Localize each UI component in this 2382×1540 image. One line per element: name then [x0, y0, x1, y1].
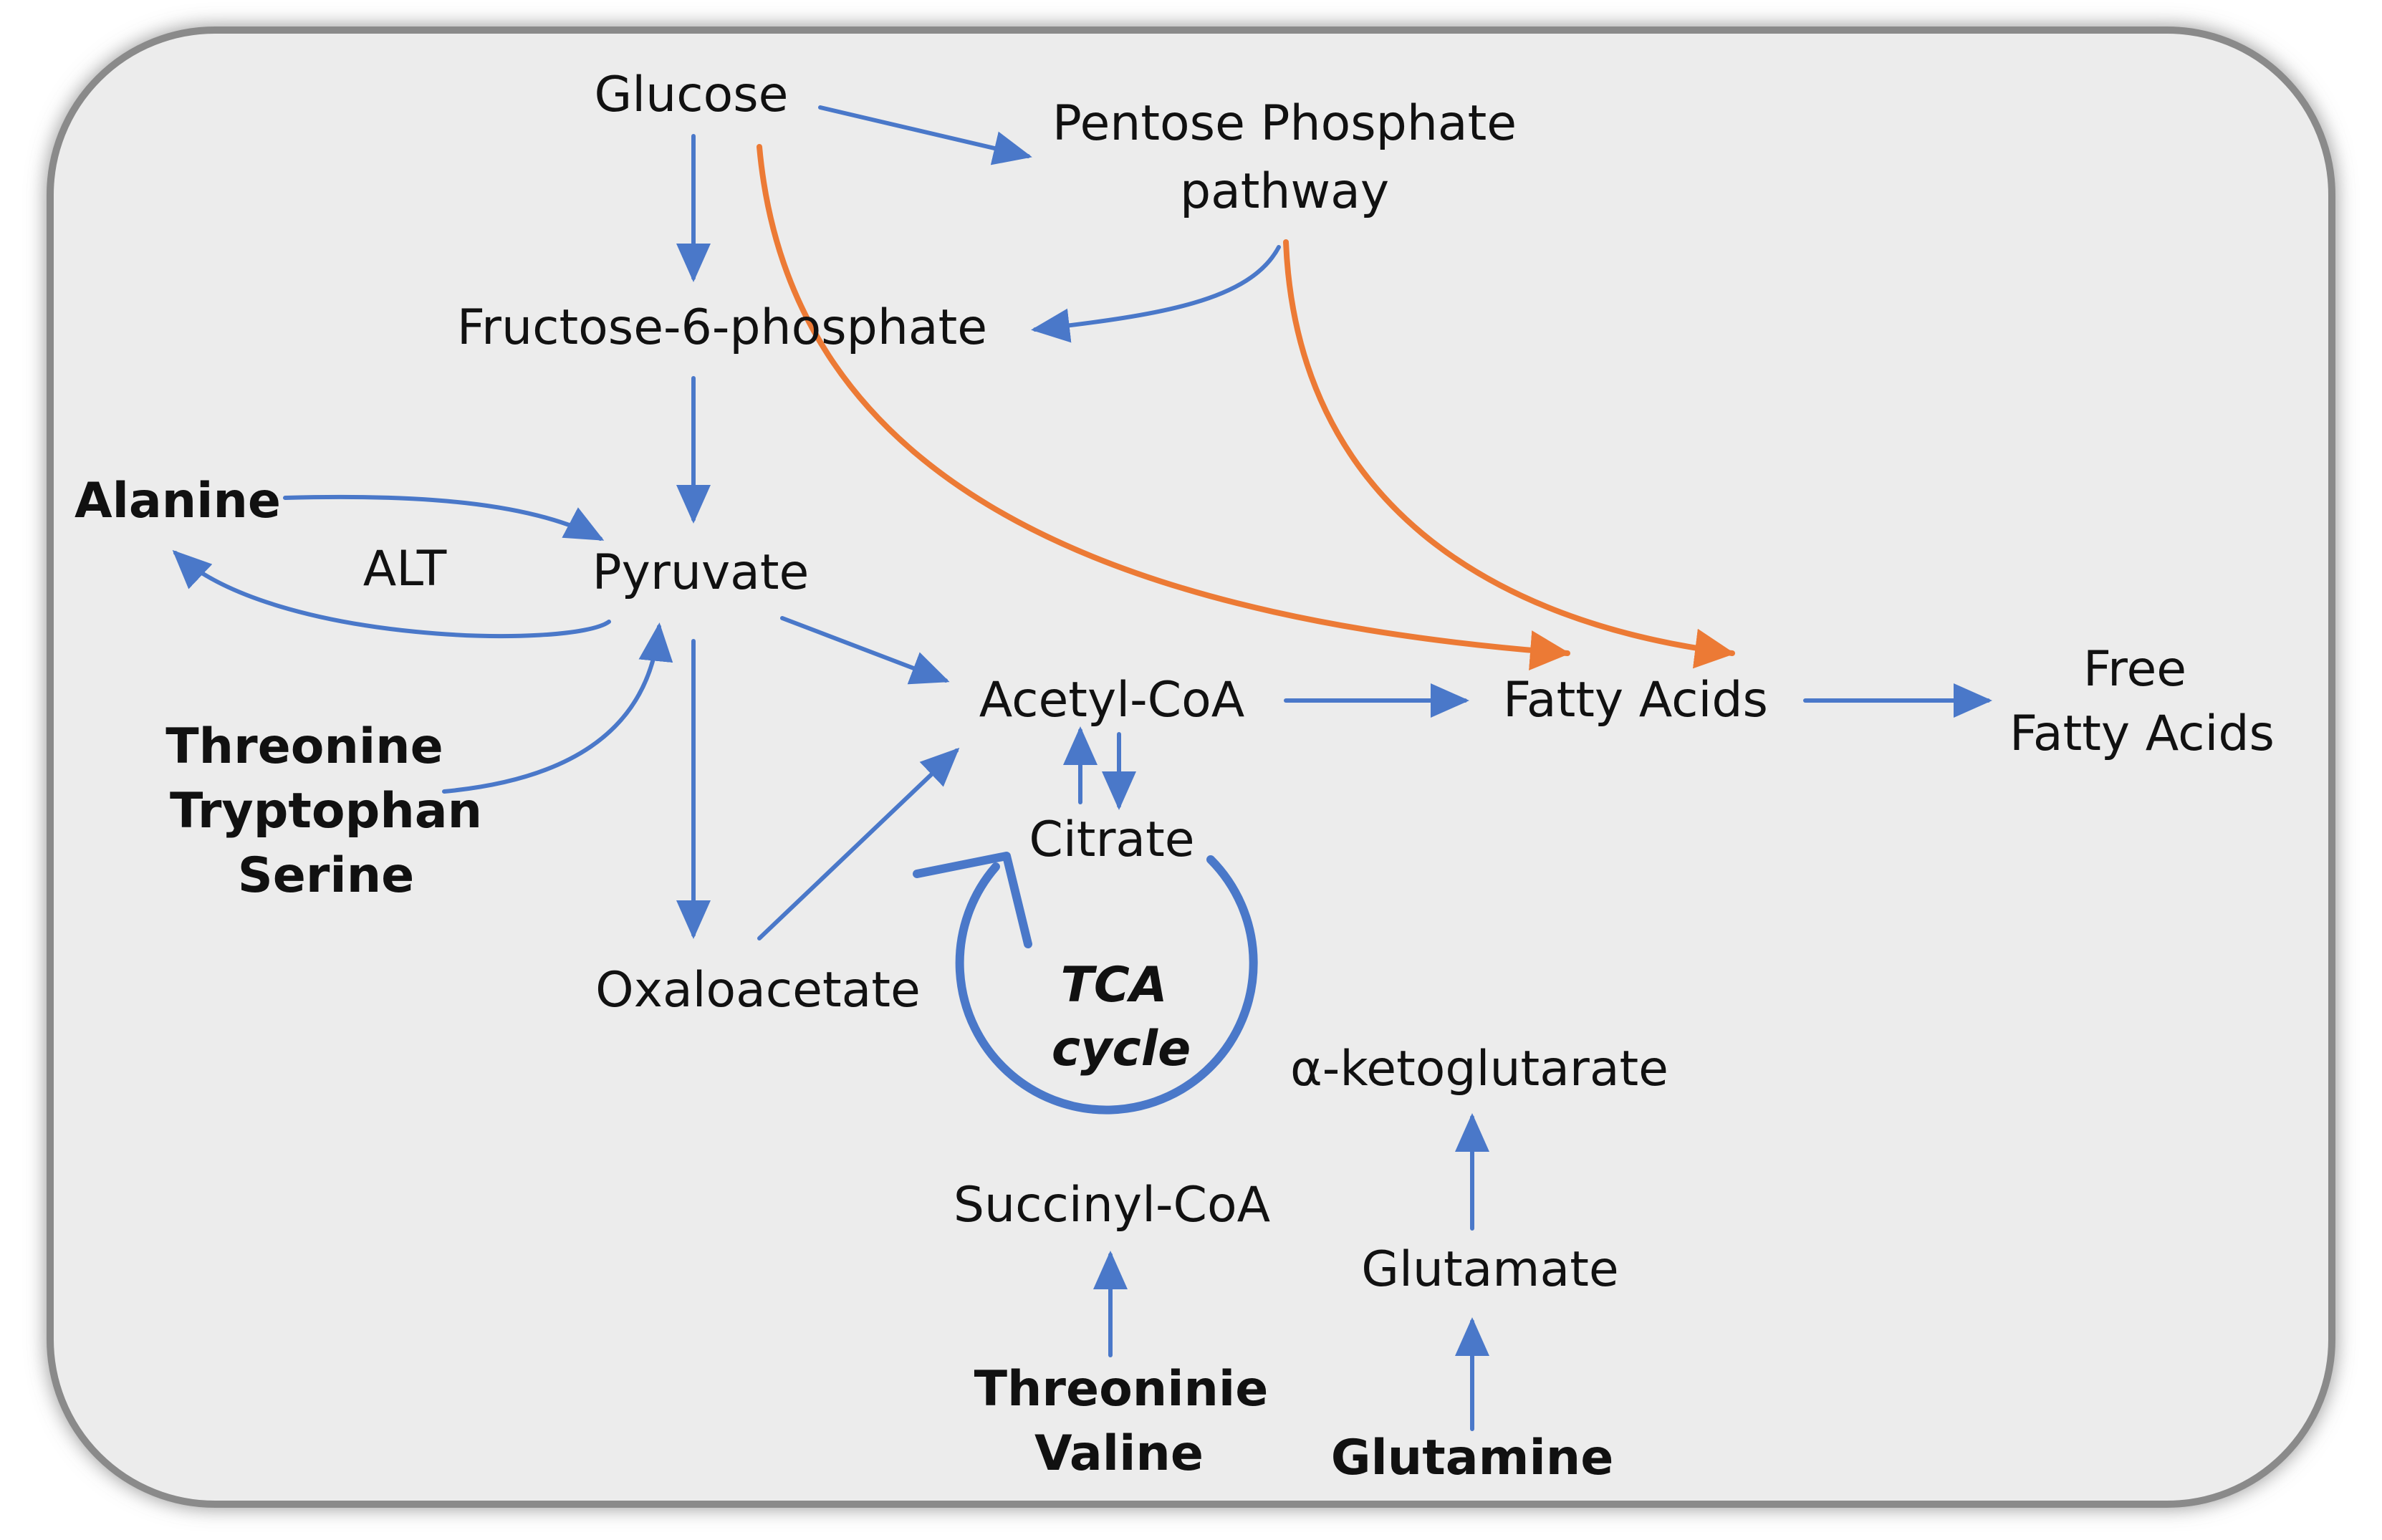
tca-cycle-ring	[955, 855, 1258, 1115]
arrow-oxaloacetate-to-acetyl-coa	[757, 747, 960, 940]
label-glucose: Glucose	[595, 67, 789, 123]
arrow-pentose-to-fatty-acids	[1283, 239, 1735, 669]
tca-cycle-arrowhead	[913, 852, 1032, 948]
label-threonine: Threonine	[165, 718, 443, 775]
arrow-glucose-to-fatty-acids	[757, 144, 1570, 670]
label-pyruvate: Pyruvate	[592, 544, 810, 601]
label-fructose-6-phosphate: Fructose-6-phosphate	[457, 299, 987, 356]
label-fatty-acids: Fatty Acids	[1503, 672, 1768, 728]
label-threoninie: Threoninie	[974, 1361, 1269, 1418]
arrow-glucose-to-pentose	[818, 105, 1032, 165]
diagram-panel	[47, 27, 2335, 1508]
label-citrate: Citrate	[1029, 812, 1194, 868]
label-succinyl-coa: Succinyl-CoA	[954, 1177, 1270, 1233]
arrow-amino-acids-to-pyruvate	[442, 622, 673, 794]
label-alt: ALT	[363, 541, 447, 597]
arrow-alanine-to-pyruvate	[283, 494, 605, 541]
label-tca-line1: TCA	[1061, 957, 1168, 1014]
label-pentose-line2: pathway	[1180, 163, 1389, 220]
arrow-pentose-to-fructose	[1031, 245, 1281, 343]
label-alpha-ketoglutarate: α-ketoglutarate	[1290, 1041, 1668, 1097]
arrow-pyruvate-to-acetyl-coa	[780, 616, 950, 685]
label-tryptophan: Tryptophan	[170, 783, 482, 839]
label-serine: Serine	[238, 847, 414, 904]
label-pentose-line1: Pentose Phosphate	[1052, 95, 1517, 152]
label-oxaloacetate: Oxaloacetate	[595, 962, 921, 1019]
label-tca-line2: cycle	[1052, 1021, 1191, 1077]
label-glutamate: Glutamate	[1361, 1241, 1618, 1298]
label-glutamine: Glutamine	[1331, 1430, 1614, 1486]
label-free-line1: Free	[2083, 641, 2186, 698]
label-alanine: Alanine	[75, 473, 281, 529]
label-acetyl-coa: Acetyl-CoA	[979, 672, 1244, 728]
arrow-pyruvate-to-alanine	[172, 549, 611, 638]
label-valine: Valine	[1034, 1425, 1204, 1482]
label-free-line2: Fatty Acids	[2009, 706, 2275, 762]
